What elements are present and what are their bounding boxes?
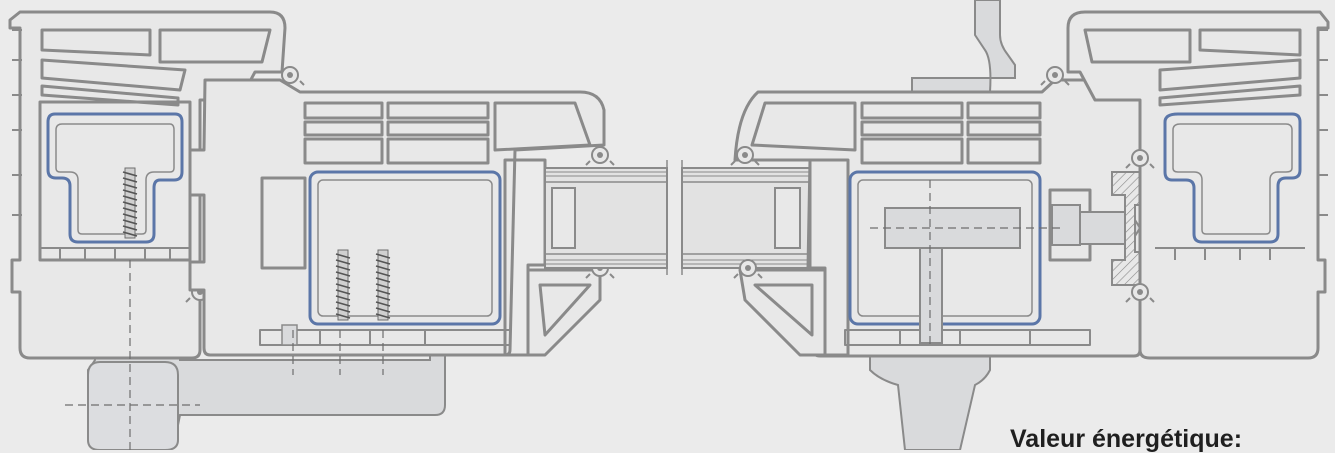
left-frame-reinforcement [46,112,184,244]
centre-lines [65,180,1065,450]
screw-icon [122,167,138,239]
right-lower-handle [869,349,991,450]
right-frame-reinforcement [1163,112,1302,244]
left-glazing-unit [544,167,668,269]
left-sash-reinforcement [308,170,502,326]
right-handle-arm [911,0,1016,93]
energy-value-caption: Valeur énergétique: [1010,425,1243,453]
left-glazing-bead [503,158,602,357]
screw-icon [375,249,391,321]
fixing-pin [281,324,298,346]
screw-icon [335,249,351,321]
right-glazing-unit [681,167,811,269]
